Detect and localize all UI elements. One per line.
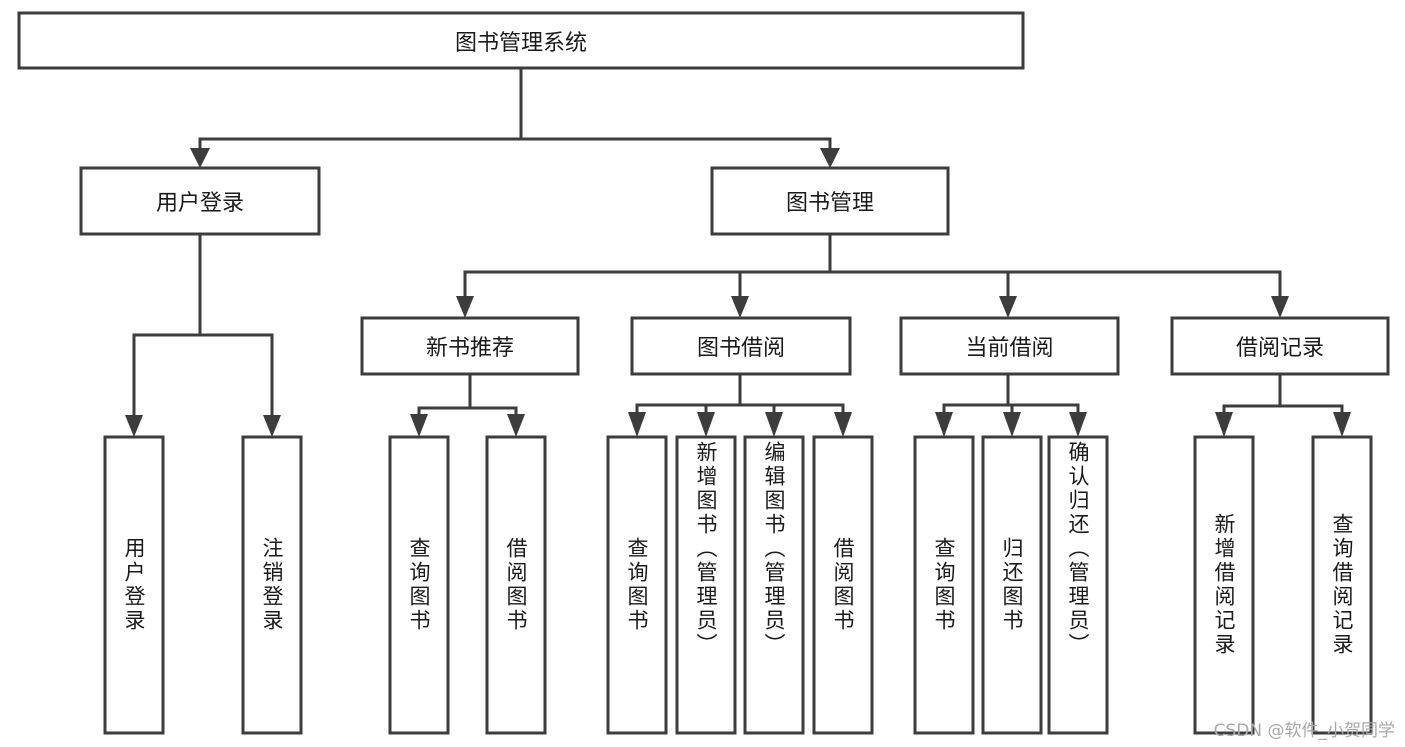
- connector-group-book-borrow: [628, 372, 852, 437]
- arrowhead-leaf-query-borrow-record: [1333, 412, 1351, 437]
- connector-group-user-login: [125, 232, 281, 437]
- arrowhead-leaf-borrow-book: [834, 412, 852, 437]
- arrowhead-current-borrow: [999, 296, 1017, 318]
- arrowhead-leaf-borrow-book-new: [507, 414, 525, 437]
- arrowhead-new-book-recommend: [456, 296, 474, 318]
- node-box-leaf-query-book-new[interactable]: [388, 435, 450, 735]
- arrowhead-leaf-query-book-new: [410, 414, 428, 437]
- arrowhead-book-management: [820, 148, 840, 168]
- connector-group-root: [190, 66, 840, 168]
- connector-group-book-management: [456, 232, 1289, 318]
- arrowhead-leaf-return-book: [1003, 412, 1021, 437]
- arrowhead-leaf-user-login: [125, 415, 143, 437]
- connector-group-borrow-record: [1215, 372, 1351, 437]
- node-box-leaf-edit-book-admin[interactable]: [743, 435, 805, 735]
- node-box-leaf-confirm-return-admin[interactable]: [1047, 435, 1109, 735]
- node-box-leaf-query-borrow-record[interactable]: [1311, 435, 1373, 735]
- node-box-user-login[interactable]: [79, 166, 321, 236]
- arrowhead-leaf-query-book-borrow: [628, 412, 646, 437]
- arrowhead-user-login: [190, 148, 210, 168]
- arrowhead-book-borrow: [731, 296, 749, 318]
- node-box-leaf-borrow-book-new[interactable]: [485, 435, 547, 735]
- connector-group-current-borrow: [935, 372, 1087, 437]
- node-box-leaf-query-book-current[interactable]: [913, 435, 975, 735]
- node-box-leaf-user-login[interactable]: [103, 435, 165, 735]
- node-box-borrow-record[interactable]: [1170, 316, 1390, 376]
- arrowhead-leaf-query-book-current: [935, 412, 953, 437]
- node-box-new-book-recommend[interactable]: [360, 316, 580, 376]
- node-box-book-management[interactable]: [710, 166, 950, 236]
- node-box-root[interactable]: [17, 11, 1025, 70]
- csdn-watermark: CSDN @软件_小贺同学: [1213, 721, 1395, 741]
- arrowhead-leaf-add-book-admin: [697, 412, 715, 437]
- arrowhead-leaf-confirm-return-admin: [1069, 412, 1087, 437]
- node-box-book-borrow[interactable]: [630, 316, 852, 376]
- node-box-leaf-user-logout[interactable]: [241, 435, 303, 735]
- arrowhead-leaf-edit-book-admin: [765, 412, 783, 437]
- arrowhead-leaf-user-logout: [263, 415, 281, 437]
- node-box-leaf-add-book-admin[interactable]: [675, 435, 737, 735]
- arrowhead-leaf-add-borrow-record: [1215, 412, 1233, 437]
- node-box-current-borrow[interactable]: [899, 316, 1120, 376]
- connector-group-new-book-recommend: [410, 372, 525, 437]
- node-box-leaf-borrow-book[interactable]: [812, 435, 874, 735]
- arrowhead-borrow-record: [1271, 296, 1289, 318]
- node-box-leaf-add-borrow-record[interactable]: [1193, 435, 1255, 735]
- node-box-leaf-return-book[interactable]: [981, 435, 1043, 735]
- node-box-leaf-query-book-borrow[interactable]: [606, 435, 668, 735]
